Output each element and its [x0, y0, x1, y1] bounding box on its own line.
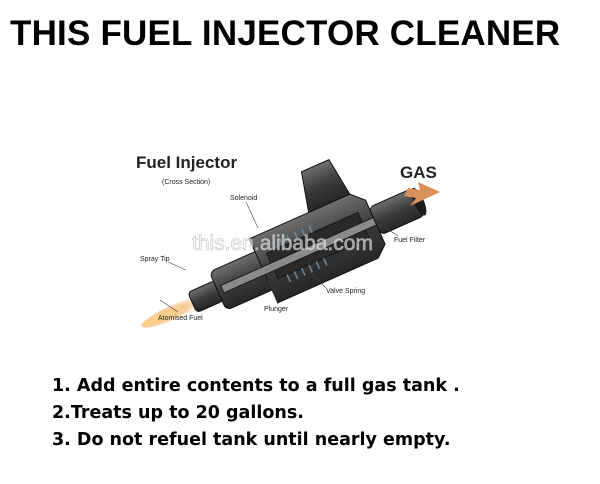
fuel-injector-diagram: GAS Fuel Injector (Cross Section) Soleno…: [118, 140, 458, 340]
instruction-list: 1. Add entire contents to a full gas tan…: [52, 373, 460, 454]
label-valve-spring: Valve Spring: [326, 288, 365, 295]
label-solenoid: Solenoid: [230, 195, 257, 202]
label-atomised-fuel: Atomised Fuel: [158, 315, 203, 322]
watermark: this.en.alibaba.com: [192, 232, 373, 255]
diagram-title: Fuel Injector: [136, 153, 237, 172]
label-fuel-filter: Fuel Filter: [394, 237, 426, 244]
injector-body: [141, 158, 427, 328]
label-spray-tip: Spray Tip: [140, 256, 170, 263]
headline: THIS FUEL INJECTOR CLEANER: [10, 14, 561, 53]
instruction-step: 1. Add entire contents to a full gas tan…: [52, 376, 460, 396]
diagram-subtitle: (Cross Section): [162, 179, 210, 186]
atomised-fuel-spray: [141, 295, 208, 328]
label-plunger: Plunger: [264, 306, 289, 313]
gas-label: GAS: [400, 163, 437, 182]
instruction-step: 2.Treats up to 20 gallons.: [52, 403, 304, 423]
instruction-step: 3. Do not refuel tank until nearly empty…: [52, 430, 451, 450]
fuel-injector-illustration: GAS Fuel Injector (Cross Section) Soleno…: [136, 153, 440, 328]
gas-arrow-icon: [404, 182, 440, 206]
